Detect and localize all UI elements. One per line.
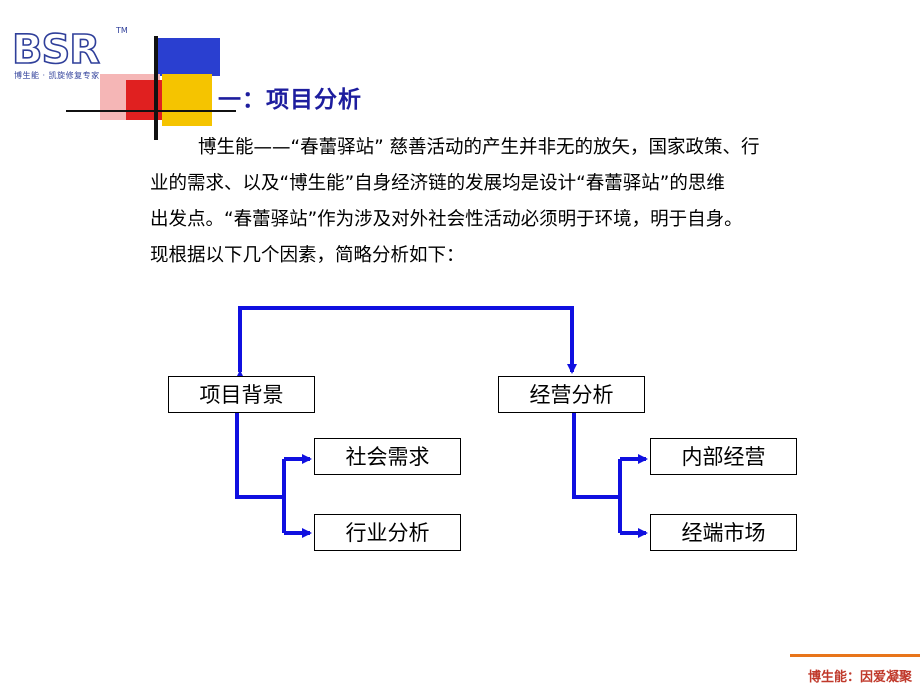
slide-title: 一：项目分析 bbox=[218, 87, 362, 113]
box-terminal-market: 经端市场 bbox=[650, 514, 797, 551]
footer-accent-line bbox=[790, 654, 920, 657]
box-social-demand: 社会需求 bbox=[314, 438, 461, 475]
box-operation-analysis: 经营分析 bbox=[498, 376, 645, 413]
paragraph-line: 博生能——“春蕾驿站” 慈善活动的产生并非无的放矢，国家政策、行 bbox=[198, 137, 760, 158]
company-logo: BSR bbox=[11, 27, 101, 73]
paragraph-line: 现根据以下几个因素，简略分析如下： bbox=[150, 245, 465, 266]
top-connector bbox=[235, 306, 577, 380]
paragraph-line: 业的需求、以及“博生能”自身经济链的发展均是设计“春蕾驿站”的思维 bbox=[150, 173, 725, 194]
trademark-symbol: TM bbox=[116, 26, 128, 35]
right-trunk bbox=[572, 413, 620, 499]
left-trunk bbox=[235, 413, 284, 499]
logo-tagline: 博生能 · 凯旋修复专家 bbox=[14, 71, 100, 80]
box-internal-operation: 内部经营 bbox=[650, 438, 797, 475]
intro-paragraph: 博生能——“春蕾驿站” 慈善活动的产生并非无的放矢，国家政策、行 业的需求、以及… bbox=[150, 130, 850, 274]
box-project-background: 项目背景 bbox=[168, 376, 315, 413]
footer-slogan: 博生能：因爱凝聚 bbox=[808, 670, 913, 685]
paragraph-line: 出发点。“春蕾驿站”作为涉及对外社会性活动必须明于环境，明于自身。 bbox=[150, 209, 743, 230]
box-industry-analysis: 行业分析 bbox=[314, 514, 461, 551]
logo-mark-text: BSR bbox=[11, 27, 101, 73]
